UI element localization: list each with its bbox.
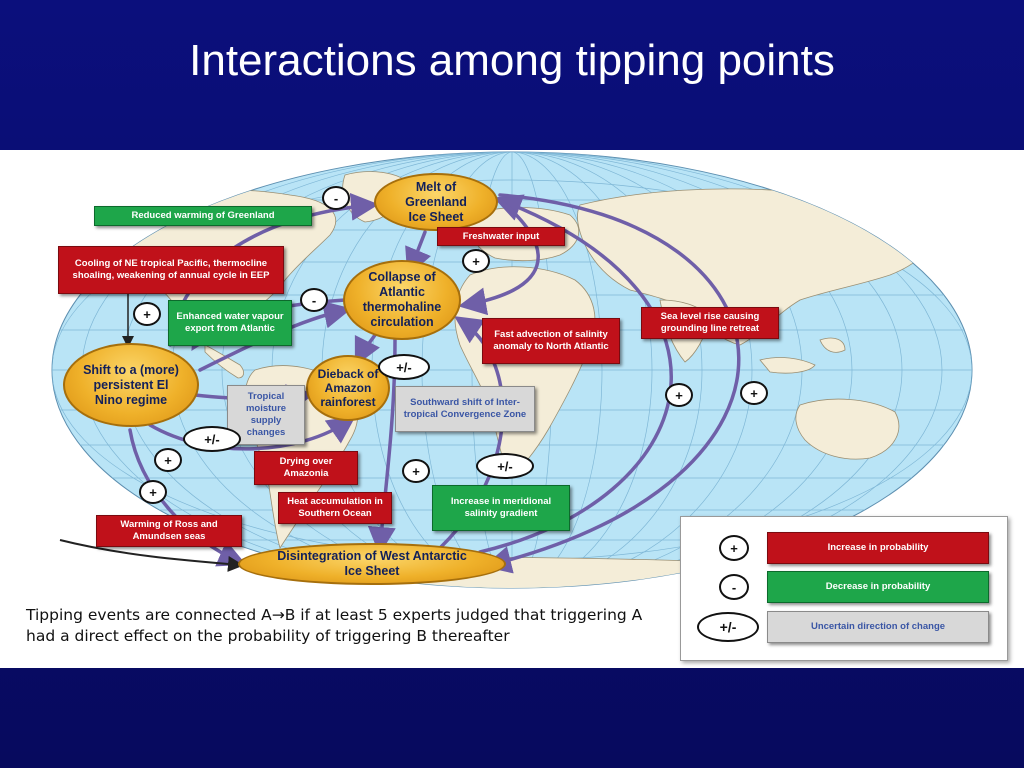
arrow-ross-antarctic <box>59 539 244 572</box>
sign-marker: + <box>462 249 490 273</box>
arrow-greenland-atlantic2 <box>458 198 540 316</box>
node-greenland-label: Melt of Greenland Ice Sheet <box>405 179 467 224</box>
label-meridional-salinity: Increase in meridional salinity gradient <box>432 485 570 531</box>
label-ross-amundsen: Warming of Ross and Amundsen seas <box>96 515 242 547</box>
node-greenland: Melt of Greenland Ice Sheet <box>374 173 498 231</box>
legend-sign-decrease: - <box>719 574 749 600</box>
node-amazon: Dieback of Amazon rainforest <box>306 355 390 421</box>
node-elnino: Shift to a (more) persistent El Nino reg… <box>63 343 199 427</box>
sign-marker: + <box>665 383 693 407</box>
node-antarctic-label: Disintegration of West Antarctic Ice She… <box>277 549 467 578</box>
label-heat-accumulation: Heat accumulation in Southern Ocean <box>278 492 392 524</box>
node-atlantic-label: Collapse of Atlantic thermohaline circul… <box>362 270 442 329</box>
label-water-vapour: Enhanced water vapour export from Atlant… <box>168 300 292 346</box>
node-atlantic: Collapse of Atlantic thermohaline circul… <box>343 260 461 340</box>
sign-marker: +/- <box>183 426 241 452</box>
sign-marker: - <box>300 288 328 312</box>
arrow-elnino-amazon2 <box>148 415 356 451</box>
sign-marker: + <box>740 381 768 405</box>
australia <box>795 398 900 460</box>
legend-label-increase: Increase in probability <box>767 532 989 564</box>
legend: + Increase in probability - Decrease in … <box>680 516 1008 661</box>
label-itcz-shift: Southward shift of Inter-tropical Conver… <box>395 386 535 432</box>
sign-marker: +/- <box>476 453 534 479</box>
sign-marker: + <box>154 448 182 472</box>
label-sea-level: Sea level rise causing grounding line re… <box>641 307 779 339</box>
arrow-elnino-antarctic <box>128 428 247 567</box>
node-antarctic: Disintegration of West Antarctic Ice She… <box>238 543 506 585</box>
sign-marker: + <box>133 302 161 326</box>
legend-label-uncertain: Uncertain direction of change <box>767 611 989 643</box>
slide-title: Interactions among tipping points <box>189 36 835 85</box>
caption-line-1: Tipping events are connected A→B if at l… <box>26 606 643 624</box>
legend-label-decrease: Decrease in probability <box>767 571 989 603</box>
sign-marker: - <box>322 186 350 210</box>
legend-sign-increase: + <box>719 535 749 561</box>
label-cooling-pacific: Cooling of NE tropical Pacific, thermocl… <box>58 246 284 294</box>
arrow-greenland-antarctic <box>483 193 741 574</box>
node-amazon-label: Dieback of Amazon rainforest <box>317 367 379 409</box>
sign-marker: + <box>402 459 430 483</box>
figure-caption: Tipping events are connected A→B if at l… <box>26 605 686 647</box>
label-freshwater: Freshwater input <box>437 227 565 246</box>
caption-line-2: had a direct effect on the probability o… <box>26 627 510 645</box>
sign-marker: +/- <box>378 354 430 380</box>
label-fast-advection: Fast advection of salinity anomaly to No… <box>482 318 620 364</box>
sign-marker: + <box>139 480 167 504</box>
label-reduced-warming: Reduced warming of Greenland <box>94 206 312 226</box>
node-elnino-label: Shift to a (more) persistent El Nino reg… <box>83 362 179 407</box>
label-drying-amazonia: Drying over Amazonia <box>254 451 358 485</box>
legend-sign-uncertain: +/- <box>697 612 759 642</box>
